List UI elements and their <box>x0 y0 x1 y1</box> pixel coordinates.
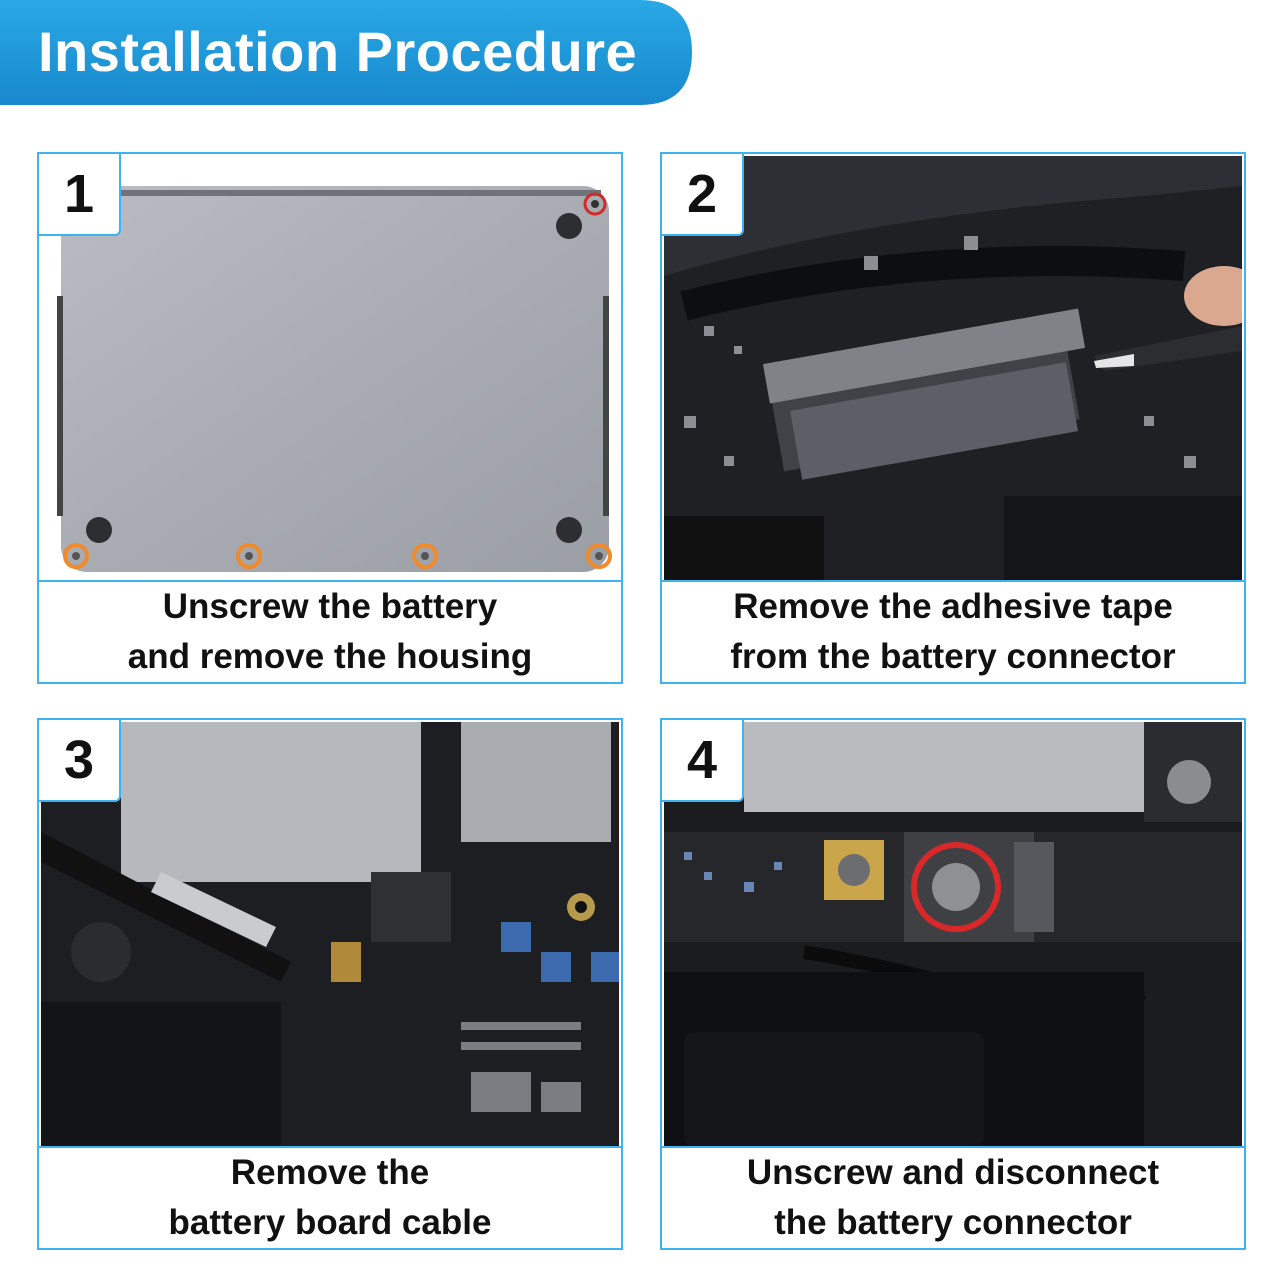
step-caption: Unscrew and disconnect the battery conne… <box>662 1146 1244 1248</box>
step-number-badge: 3 <box>39 720 121 802</box>
step-photo-board-cable <box>41 722 619 1146</box>
step-photo-logic-board-tweezers <box>664 156 1242 580</box>
page-title: Installation Procedure <box>38 20 638 83</box>
step-photo-battery-connector <box>664 722 1242 1146</box>
step-number-badge: 2 <box>662 154 744 236</box>
step-caption: Remove the battery board cable <box>39 1146 621 1248</box>
step-card-2: 2 Remove the adhesive tape from the batt… <box>660 152 1246 684</box>
step-card-1: 1 Unscrew the battery and remove the hou… <box>37 152 623 684</box>
title-banner: Installation Procedure <box>0 0 692 105</box>
step-card-3: 3 Remove the battery board cable <box>37 718 623 1250</box>
step-caption: Remove the adhesive tape from the batter… <box>662 580 1244 682</box>
step-photo-laptop-bottom <box>41 156 619 580</box>
step-caption: Unscrew the battery and remove the housi… <box>39 580 621 682</box>
step-number-badge: 1 <box>39 154 121 236</box>
step-number-badge: 4 <box>662 720 744 802</box>
step-card-4: 4 Unscrew and disconnect the battery con… <box>660 718 1246 1250</box>
